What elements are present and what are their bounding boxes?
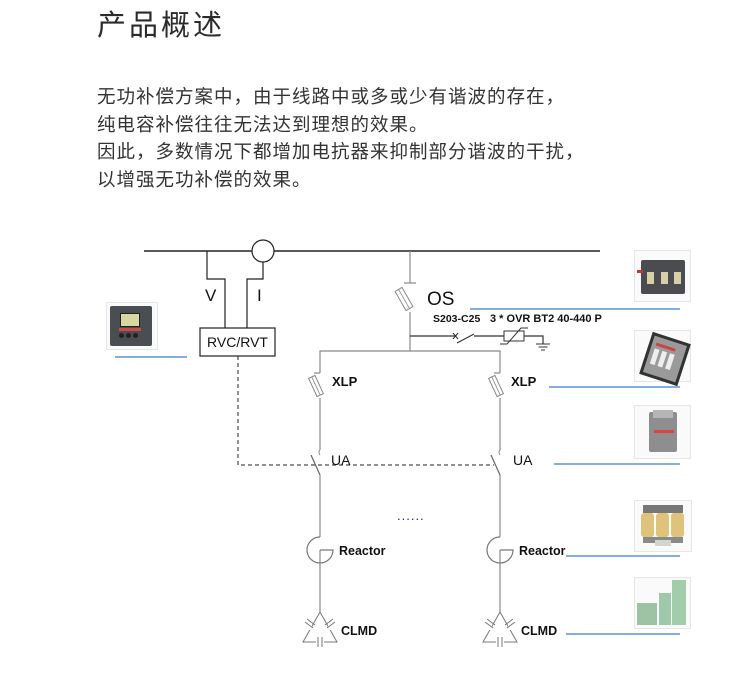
switch-disconnector-photo (634, 250, 691, 302)
control-signal-line (237, 356, 494, 466)
surge-arrester-label: 3 * OVR BT2 40-440 P (490, 313, 602, 325)
page-title: 产品概述 (97, 8, 226, 42)
contactor-icon (649, 410, 677, 452)
description-line: 纯电容补偿往往无法达到理想的效果。 (97, 114, 429, 136)
contactor-coil-left (318, 449, 321, 456)
fuse-switch-icon (639, 331, 691, 387)
fuse-switch-photo (634, 330, 691, 387)
controller-label: RVC/RVT (207, 334, 268, 350)
breaker-icon (452, 332, 475, 344)
contactor-label-right: UA (513, 452, 533, 468)
description-paragraph: 无功补偿方案中，由于线路中或多或少有谐波的存在， 纯电容补偿往往无法达到理想的效… (97, 84, 585, 194)
os-fuse-icon (394, 286, 414, 312)
description-line: 因此，多数情况下都增加电抗器来抑制部分谐波的干扰， (97, 142, 585, 163)
description-line: 以增强无功补偿的效果。 (97, 169, 312, 191)
varistor-icon (500, 327, 528, 345)
capacitor-label-left: CLMD (341, 624, 377, 638)
capacitor-icon-left (302, 611, 338, 647)
fuse-icon-left (307, 374, 325, 398)
contactor-label-left: UA (331, 452, 351, 468)
switch-disconnector-icon (637, 260, 685, 294)
distribution-bar (319, 350, 501, 373)
reactor-icon-right (486, 536, 514, 564)
controller-device-icon (110, 306, 152, 346)
current-transformer-icon (251, 239, 275, 263)
fuse-label-right: XLP (511, 374, 537, 389)
capacitor-label-right: CLMD (521, 624, 557, 638)
capacitor-photo (634, 577, 691, 629)
switch-label: OS (427, 289, 454, 310)
fuse-icon-right (487, 374, 505, 398)
voltage-wire (206, 251, 226, 328)
ground-wire (524, 335, 544, 344)
contactor-switch-left (310, 454, 321, 476)
reactor-icon (639, 505, 687, 547)
description-line: 无功补偿方案中，由于线路中或多或少有谐波的存在， (97, 87, 566, 108)
contactor-coil-right (498, 449, 501, 456)
contactor-photo (634, 405, 691, 459)
breaker-label: S203-C25 (433, 313, 480, 325)
controller-photo (106, 302, 158, 350)
current-label: I (257, 286, 262, 305)
reactor-label-right: Reactor (519, 544, 566, 558)
callout-lines (115, 308, 680, 635)
voltage-label: V (205, 286, 217, 305)
contactor-switch-right (490, 454, 501, 476)
reactor-photo (634, 500, 692, 552)
fuse-label-left: XLP (332, 374, 358, 389)
capacitor-icon (635, 578, 690, 628)
reactor-label-left: Reactor (339, 544, 386, 558)
capacitor-icon-right (482, 611, 518, 647)
ground-icon (536, 343, 550, 351)
reactor-icon-left (306, 536, 334, 564)
current-wire (246, 262, 264, 328)
more-branches-ellipsis: ...... (397, 508, 425, 523)
